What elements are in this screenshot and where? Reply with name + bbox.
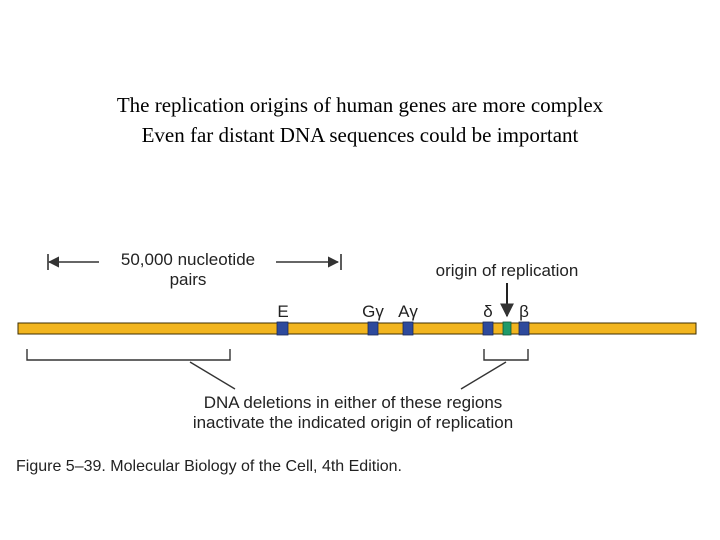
title-line-1: The replication origins of human genes a… [116,93,604,117]
gene-box-delta [482,321,494,336]
scale-label-line-1: 50,000 nucleotide [121,250,255,269]
gene-box-beta [518,321,530,336]
gene-label-beta: β [519,302,529,321]
gene-label-a-gamma: Aγ [398,302,418,321]
dna-strand [17,322,697,335]
deletion-region-bracket-right [483,349,529,361]
deletion-region-bracket-left [26,349,231,361]
scale-bar: 50,000 nucleotide pairs [47,250,342,289]
gene-box-e [276,321,289,336]
gene-box-a-gamma [402,321,414,336]
figure-caption: Figure 5–39. Molecular Biology of the Ce… [16,458,402,475]
slide-title: The replication origins of human genes a… [0,90,720,150]
pointer-line-left [189,361,236,390]
title-line-2: Even far distant DNA sequences could be … [141,123,579,147]
gene-label-g-gamma: Gγ [362,302,384,321]
origin-box [502,321,512,336]
gene-box-g-gamma [367,321,379,336]
gene-label-e: E [277,302,288,321]
deletion-note-line-1: DNA deletions in either of these regions [204,393,503,412]
origin-label: origin of replication [436,261,579,280]
deletion-note-line-2: inactivate the indicated origin of repli… [193,413,513,432]
scale-label-line-2: pairs [170,270,207,289]
pointer-line-right [460,361,507,390]
gene-label-delta: δ [483,302,492,321]
